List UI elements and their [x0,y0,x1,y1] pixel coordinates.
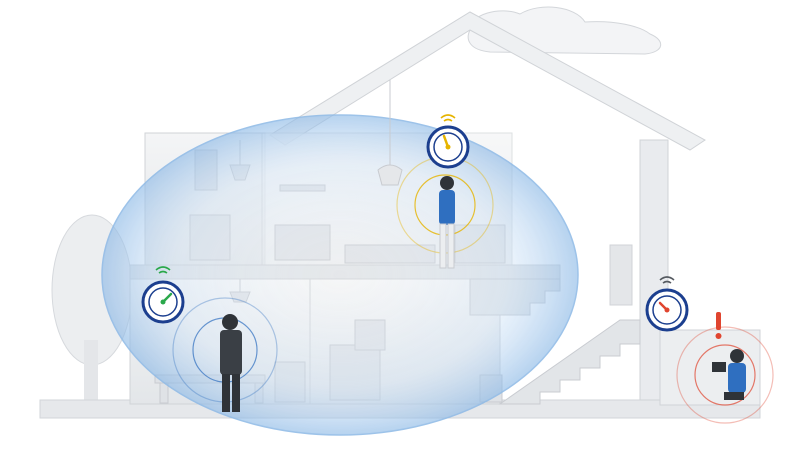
exclamation-icon [715,312,722,339]
chimney [609,244,633,306]
wifi-icon [659,276,675,284]
person-garage [712,349,746,400]
person-woman-upstairs [439,176,455,269]
wifi-icon [155,266,171,274]
wifi-icon [440,114,456,122]
signal-rings-garage [676,326,774,424]
wifi-coverage-bubble [101,114,579,436]
person-man-downstairs [220,314,242,412]
speed-gauge-icon [141,280,185,324]
speed-gauge-icon [645,288,689,332]
wifi-router-icon [377,80,403,186]
speed-gauge-icon [426,125,470,169]
